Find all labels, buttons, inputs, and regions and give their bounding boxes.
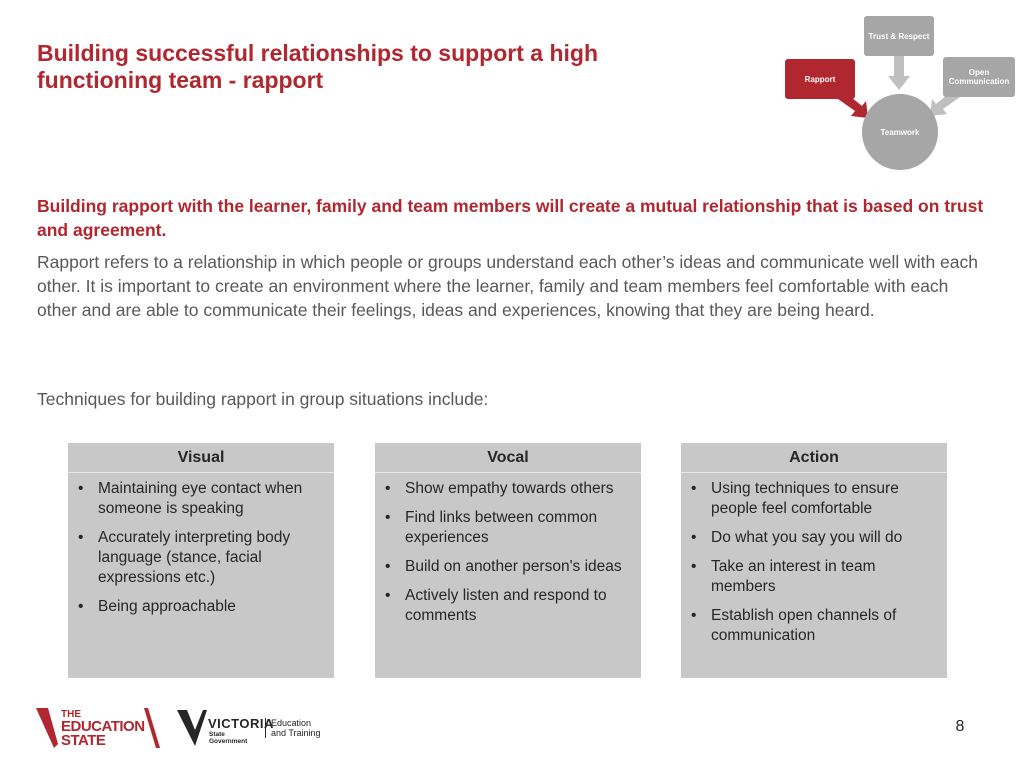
victoria-subtitle: State Government	[209, 731, 248, 745]
column-action: Action Using techniques to ensure people…	[681, 443, 947, 678]
rapport-box: Rapport	[785, 59, 855, 99]
teamwork-circle: Teamwork	[862, 94, 938, 170]
trust-respect-box: Trust & Respect	[864, 16, 934, 56]
list-item: Find links between common experiences	[385, 508, 631, 548]
victoria-logo-mark	[177, 710, 207, 746]
page-number: 8	[955, 718, 965, 735]
column-visual: Visual Maintaining eye contact when some…	[68, 443, 334, 678]
list-item: Being approachable	[78, 597, 324, 617]
logo-text-state: STATE	[61, 732, 106, 749]
relationship-diagram: Trust & Respect Rapport Open Communicati…	[780, 10, 1020, 175]
list-item: Using techniques to ensure people feel c…	[691, 479, 937, 519]
logo-text-the: THE	[61, 709, 81, 720]
list-item: Establish open channels of communication	[691, 606, 937, 646]
list-item: Show empathy towards others	[385, 479, 631, 499]
arrow-rapport-to-teamwork	[838, 93, 868, 118]
arrow-trust-to-teamwork	[888, 56, 910, 90]
bullet-list: Show empathy towards others Find links b…	[375, 473, 641, 626]
bullet-list: Using techniques to ensure people feel c…	[681, 473, 947, 646]
open-communication-box: Open Communication	[943, 57, 1015, 97]
bullet-list: Maintaining eye contact when someone is …	[68, 473, 334, 617]
column-vocal: Vocal Show empathy towards others Find l…	[375, 443, 641, 678]
list-item: Take an interest in team members	[691, 557, 937, 597]
column-heading: Action	[681, 443, 947, 473]
list-item: Actively listen and respond to comments	[385, 586, 631, 626]
column-heading: Visual	[68, 443, 334, 473]
education-state-logo	[36, 708, 160, 748]
victoria-wordmark: VICTORIA	[208, 716, 274, 731]
list-item: Maintaining eye contact when someone is …	[78, 479, 324, 519]
techniques-intro: Techniques for building rapport in group…	[37, 389, 489, 409]
list-item: Build on another person's ideas	[385, 557, 631, 577]
arrow-open-to-teamwork	[930, 91, 960, 116]
body-paragraph: Rapport refers to a relationship in whic…	[37, 252, 979, 320]
slide-title: Building successful relationships to sup…	[37, 40, 598, 93]
education-training-label: Education and Training	[265, 718, 321, 738]
diagram-arrows	[838, 56, 960, 118]
logo-text-education: EDUCATION	[61, 718, 145, 735]
lead-statement: Building rapport with the learner, famil…	[37, 196, 984, 240]
list-item: Do what you say you will do	[691, 528, 937, 548]
column-heading: Vocal	[375, 443, 641, 473]
list-item: Accurately interpreting body language (s…	[78, 528, 324, 588]
